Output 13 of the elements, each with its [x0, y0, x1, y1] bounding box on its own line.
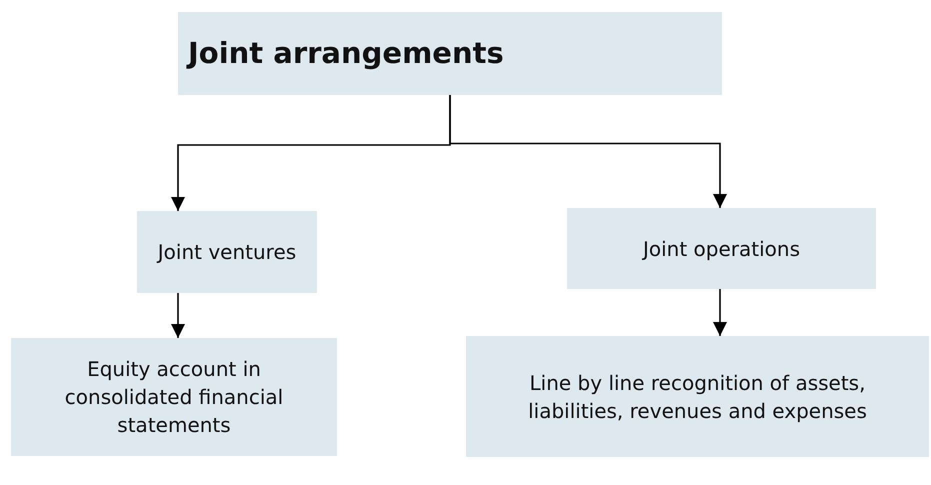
- box-text: Joint operations: [642, 236, 800, 262]
- arrow: [449, 95, 727, 208]
- process-box: [466, 336, 929, 457]
- process-box: [178, 12, 722, 95]
- arrow: [713, 289, 727, 336]
- process-box: [567, 208, 876, 289]
- arrow: [171, 293, 185, 338]
- box-text: Line by line recognition of assets, liabilities, revenues and expenses: [527, 370, 868, 424]
- box-text: Equity account in consolidated financial statements: [64, 356, 284, 439]
- process-box: [137, 211, 317, 293]
- box-text: Joint ventures: [158, 239, 296, 266]
- process-box: [11, 338, 337, 456]
- title-text: Joint arrangements: [188, 35, 504, 72]
